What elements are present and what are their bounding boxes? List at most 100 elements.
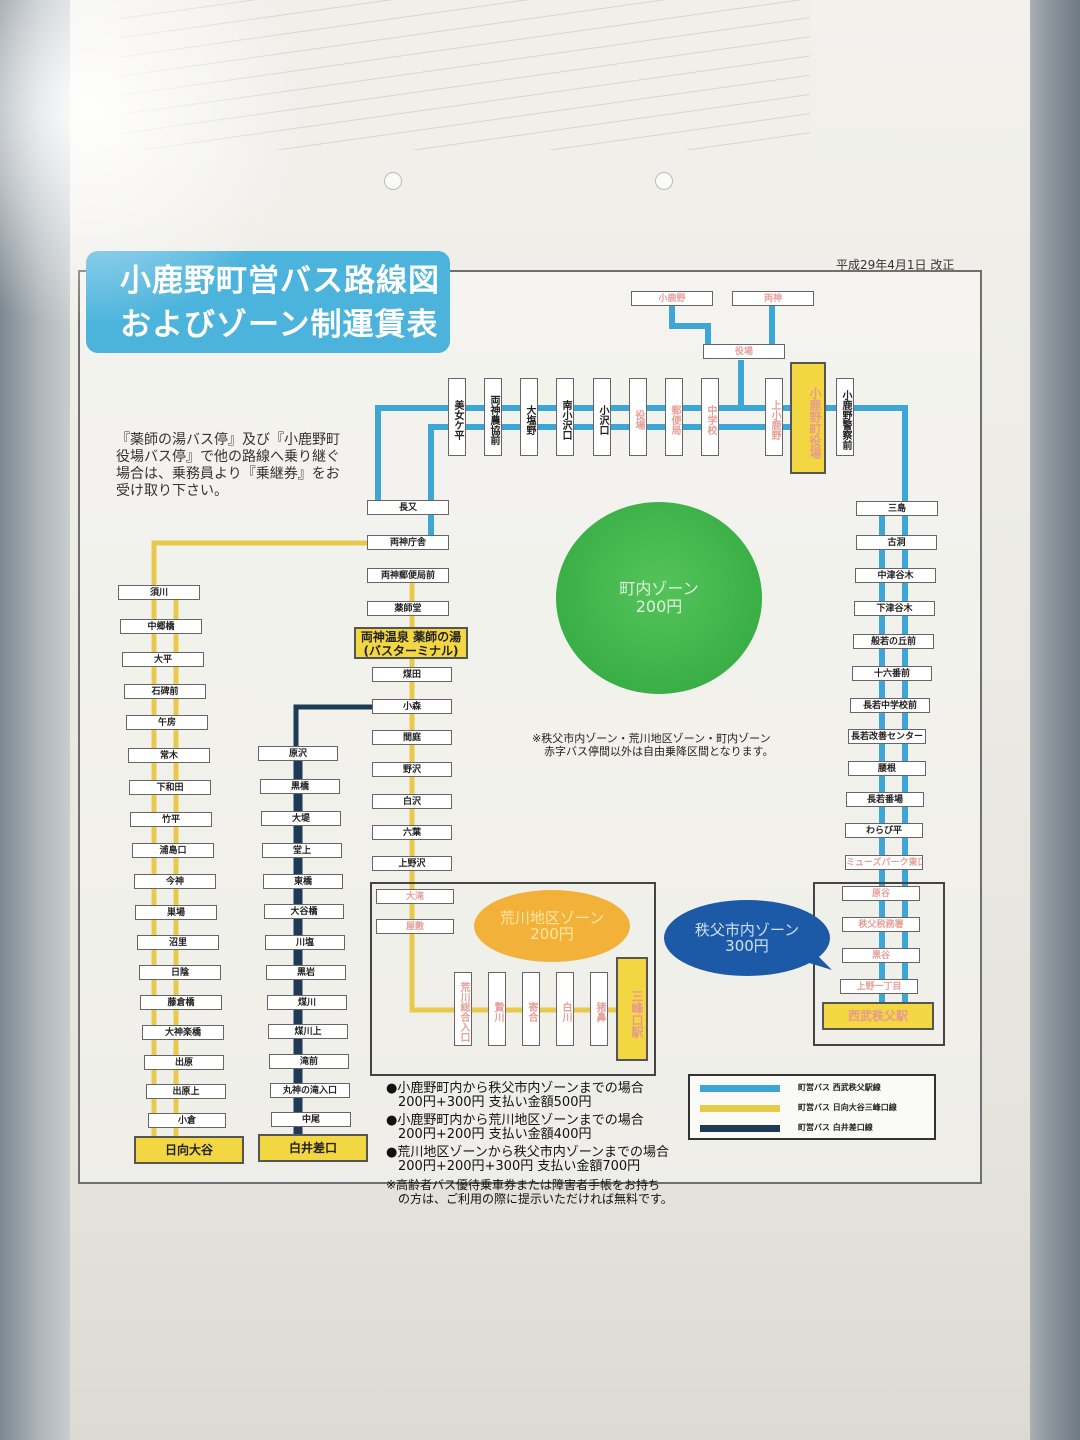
blue-branch-line [669, 300, 711, 352]
route-legend: 町営バス 西武秩父駅線 町営バス 日向大谷三峰口線 町営バス 白井差口線 [688, 1074, 936, 1140]
center-stop: 屋敷 [376, 919, 454, 934]
terminal-hinata-oya: 日向大谷 [134, 1136, 244, 1164]
right-stop: 秩父税務署 [842, 917, 920, 932]
fare-table: ●小鹿野町内から秩父市内ゾーンまでの場合 200円+300円 支払い金額500円… [386, 1082, 706, 1210]
left-stop: 日陰 [139, 965, 221, 980]
arakawa-stop: 荒川総合入口 [454, 972, 472, 1046]
revision-date: 平成29年4月1日 改正 [836, 258, 955, 272]
top-stop: 美女ケ平 [448, 378, 466, 456]
town-zone-circle: 町内ゾーン 200円 [556, 502, 762, 694]
left-stop: 出原上 [146, 1084, 226, 1099]
left-stop: 巣場 [135, 905, 217, 920]
left-stop: 常木 [128, 748, 210, 763]
arakawa-stop: 猪鼻 [590, 972, 608, 1046]
branch-stop: 役場 [703, 344, 785, 359]
legend-swatch [700, 1085, 780, 1092]
right-stop: 黒谷 [842, 948, 920, 963]
left-stop: 小倉 [148, 1113, 226, 1128]
terminal-yakushi-onsen: 両神温泉 薬師の湯 (バスターミナル) [354, 627, 468, 659]
top-stop: 南小沢口 [556, 378, 574, 456]
arakawa-zone-fare: 200円 [530, 925, 574, 943]
chichibu-zone-bubble: 秩父市内ゾーン 300円 [664, 900, 830, 976]
title-line-2: およびゾーン制運賃表 [120, 307, 439, 343]
left-stop: 須川 [118, 585, 200, 600]
top-stop: 小鹿野警察前 [836, 378, 854, 456]
right-stop: わらび平 [845, 823, 923, 838]
fare-item: ●荒川地区ゾーンから秩父市内ゾーンまでの場合 200円+200円+300円 支払… [386, 1145, 670, 1174]
zone-note: ※秩父市内ゾーン・荒川地区ゾーン・町内ゾーン 赤字バス停間以外は自由乗降区間とな… [532, 732, 774, 758]
center-stop: 上野沢 [372, 856, 452, 871]
left-stop: 今神 [134, 874, 216, 889]
center-stop: 薬師堂 [367, 601, 449, 616]
center-stop: 野沢 [372, 762, 452, 777]
fare-item: ●小鹿野町内から秩父市内ゾーンまでの場合 200円+300円 支払い金額500円 [386, 1081, 644, 1110]
top-stop: 郵便局 [665, 378, 683, 456]
right-stop: 長若改善センター [848, 729, 926, 744]
center-stop: 両神庁舎 [367, 535, 449, 550]
mid-stop: 東橋 [263, 874, 343, 889]
town-zone-name: 町内ゾーン [619, 579, 699, 598]
left-stop: 大平 [122, 652, 204, 667]
right-stop: 原谷 [842, 886, 920, 901]
right-stop: 十六番前 [852, 666, 932, 681]
mid-stop: 堂上 [262, 843, 342, 858]
right-stop: 上野一丁目 [840, 979, 918, 994]
mid-stop: 滝前 [269, 1054, 349, 1069]
terminal-town-office: 小鹿野町役場 [790, 362, 826, 474]
mid-stop: 中尾 [271, 1112, 351, 1127]
center-stop: 白沢 [372, 794, 452, 809]
top-stop: 小沢口 [593, 378, 611, 456]
center-stop: 長又 [367, 500, 449, 515]
right-stop: 長若中学校前 [850, 698, 930, 713]
branch-stop: 両神 [732, 291, 814, 306]
arakawa-stop: 贄川 [488, 972, 506, 1046]
map-title: 小鹿野町営バス路線図 およびゾーン制運賃表 [86, 251, 450, 353]
left-stop: 下和田 [129, 780, 211, 795]
mid-stop: 原沢 [258, 746, 338, 761]
center-stop: 大滝 [376, 889, 454, 904]
pin-hole [655, 172, 673, 190]
mid-stop: 黒橋 [260, 779, 340, 794]
terminal-seibu-chichibu: 西武秩父駅 [822, 1002, 934, 1030]
left-stop: 浦島口 [132, 843, 214, 858]
legend-swatch [700, 1125, 780, 1132]
right-stop: 腰根 [848, 761, 926, 776]
left-stop: 大神楽橋 [142, 1025, 224, 1040]
left-stop: 午房 [126, 715, 208, 730]
arakawa-zone-name: 荒川地区ゾーン [499, 909, 605, 927]
legend-row: 町営バス 日向大谷三峰口線 [700, 1100, 930, 1116]
chichibu-zone-name: 秩父市内ゾーン [694, 921, 800, 939]
mid-stop: 大谷橋 [264, 904, 344, 919]
right-stop: 下津谷木 [854, 601, 935, 616]
left-stop: 中郷橋 [120, 619, 202, 634]
arakawa-stop: 白川 [556, 972, 574, 1046]
branch-stop: 小鹿野 [631, 291, 713, 306]
mid-stop: 川塩 [265, 935, 345, 950]
pin-hole [384, 172, 402, 190]
mid-stop: 煤川 [267, 995, 347, 1010]
legend-row: 町営バス 白井差口線 [700, 1120, 930, 1136]
left-stop: 出原 [144, 1055, 224, 1070]
arakawa-zone-box [370, 882, 656, 1076]
center-stop: 両神郵便局前 [367, 568, 449, 583]
title-line-1: 小鹿野町営バス路線図 [120, 263, 440, 299]
left-stop: 竹平 [130, 812, 212, 827]
town-zone-fare: 200円 [635, 597, 683, 616]
top-stop: 中学校 [701, 378, 719, 456]
legend-row: 町営バス 西武秩父駅線 [700, 1080, 930, 1096]
top-stop: 役場 [629, 378, 647, 456]
left-stop: 石碑前 [124, 684, 206, 699]
legend-swatch [700, 1105, 780, 1112]
arakawa-stop: 寄合 [522, 972, 540, 1046]
mid-stop: 黒岩 [266, 965, 346, 980]
right-stop: 中津谷木 [855, 568, 936, 583]
right-stop: 般若の丘前 [853, 634, 934, 649]
center-stop: 間庭 [372, 730, 452, 745]
center-stop: 煤田 [372, 667, 452, 682]
right-stop: 長若番場 [846, 792, 924, 807]
left-stop: 藤倉橋 [140, 995, 222, 1010]
center-stop: 小森 [372, 699, 452, 714]
top-stop: 両神農協前 [484, 378, 502, 456]
left-stop: 沼里 [137, 935, 219, 950]
center-stop: 六葉 [372, 825, 452, 840]
